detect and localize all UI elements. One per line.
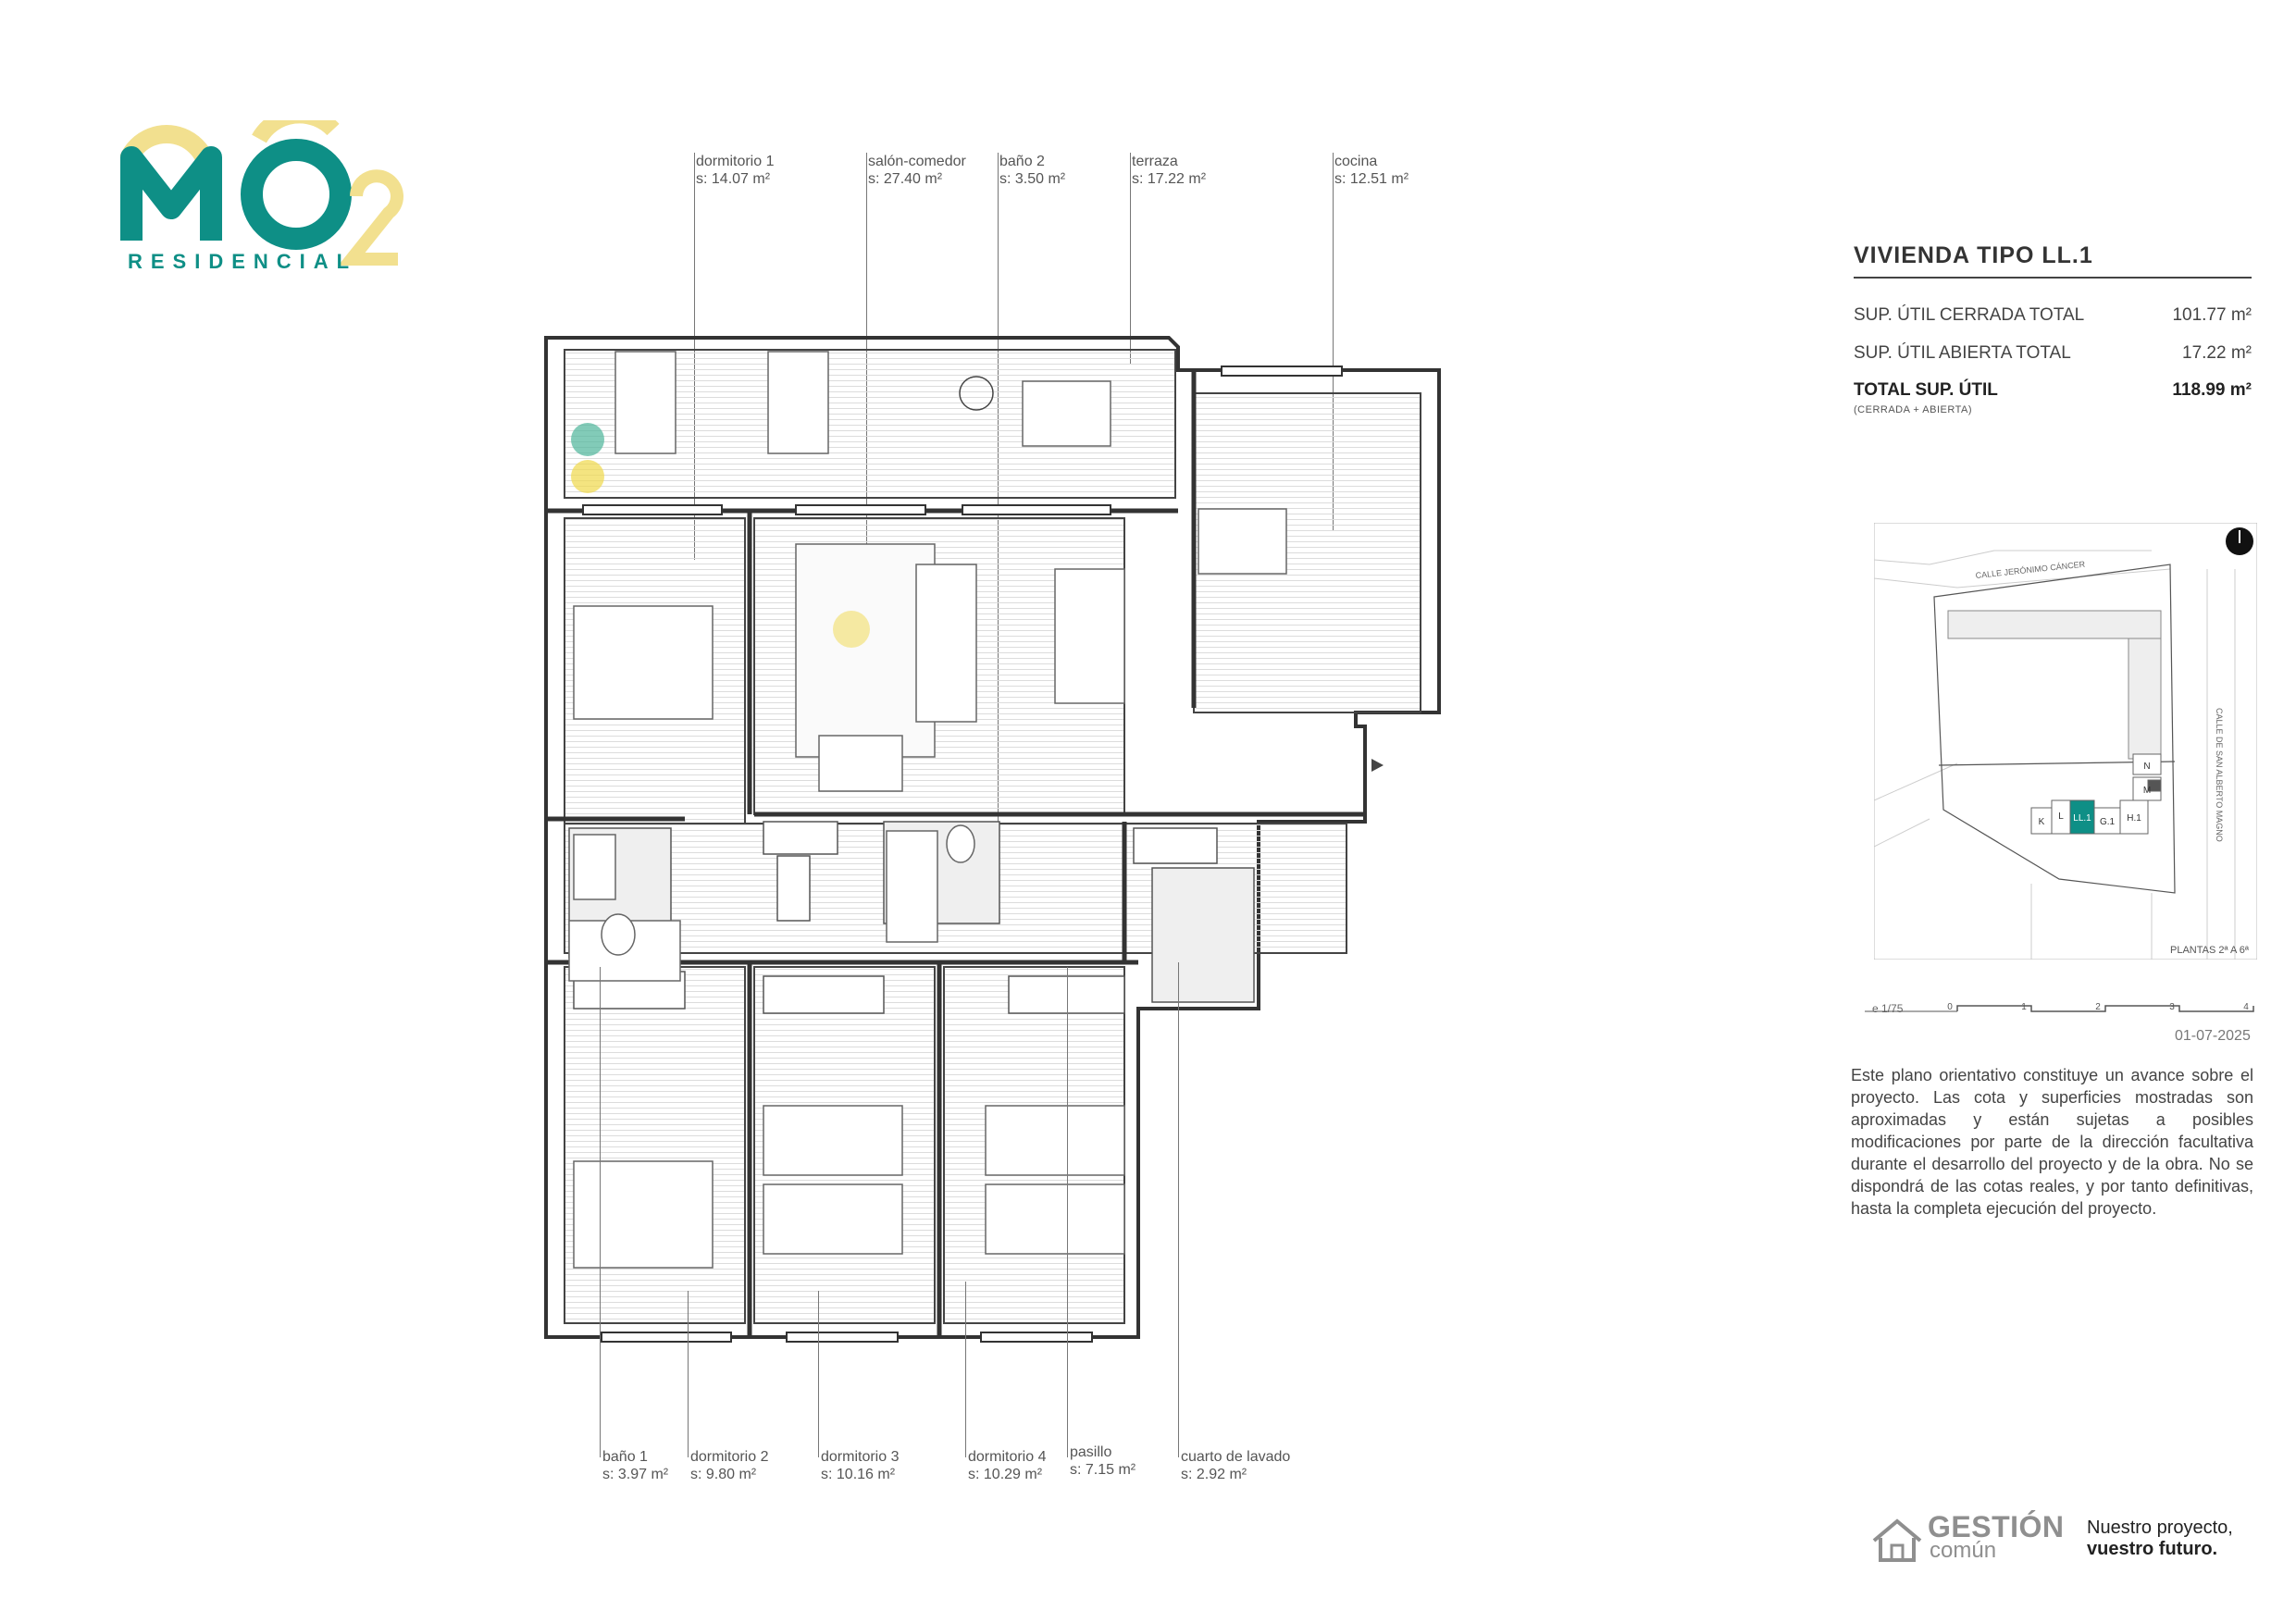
total-note: (CERRADA + ABIERTA) [1854, 404, 1972, 415]
svg-text:0: 0 [1947, 1002, 1953, 1012]
leader-cuarto-lavado [1178, 962, 1179, 1457]
block-l: L [2058, 812, 2064, 822]
site-plan: K L LL.1 G.1 H.1 M N CALLE JERÓNIMO CÁNC… [1874, 523, 2257, 960]
disclaimer-text: Este plano orientativo constituye un ava… [1851, 1066, 2253, 1218]
leader-bano-1 [600, 967, 601, 1457]
scale-bar: 0 1 2 3 4 [1865, 1002, 2254, 1012]
leader-terraza [1130, 153, 1131, 364]
leader-cocina [1333, 153, 1334, 530]
leader-dormitorio-4 [965, 1282, 966, 1457]
svg-text:4: 4 [2243, 1002, 2249, 1012]
house-icon [1872, 1518, 1922, 1562]
plan-date: 01-07-2025 [2175, 1028, 2251, 1044]
unit-title: VIVIENDA TIPO LL.1 [1854, 242, 2093, 268]
mo2-logo [120, 120, 403, 266]
slogan-line-1: Nuestro proyecto, [2087, 1518, 2233, 1538]
leader-pasillo [1067, 967, 1068, 1457]
block-k: K [2039, 817, 2045, 827]
block-n: N [2143, 762, 2150, 772]
floor-plan [544, 336, 1441, 1343]
title-underline [1854, 277, 2252, 279]
block-g1: G.1 [2100, 817, 2116, 827]
block-h1: H.1 [2127, 813, 2141, 824]
logo-wordmark: RESIDENCIAL [128, 250, 358, 273]
floors-label: PLANTAS 2ª A 6ª [2170, 945, 2250, 956]
slogan-line-2: vuestro futuro. [2087, 1539, 2218, 1559]
block-ll1: LL.1 [2073, 813, 2091, 824]
svg-text:1: 1 [2021, 1002, 2027, 1012]
leader-dormitorio-2 [688, 1291, 689, 1457]
leader-dormitorio-3 [818, 1291, 819, 1457]
svg-text:2: 2 [2095, 1002, 2101, 1012]
company-name-sub: común [1930, 1538, 1997, 1563]
svg-text:3: 3 [2169, 1002, 2175, 1012]
company-name: GESTIÓN [1928, 1510, 2065, 1543]
block-m: M [2143, 786, 2151, 796]
street-san-alberto: CALLE DE SAN ALBERTO MAGNO [2215, 708, 2224, 842]
